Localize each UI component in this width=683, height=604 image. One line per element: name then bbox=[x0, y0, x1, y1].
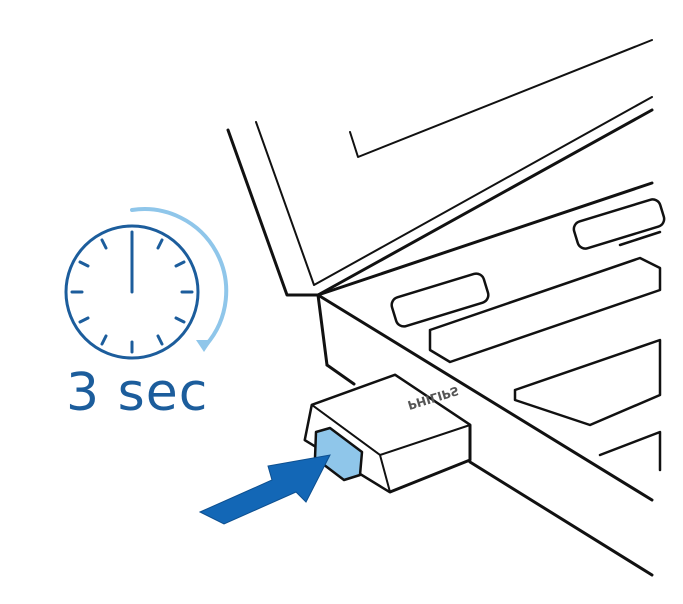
laptop-base-lower bbox=[468, 460, 654, 577]
laptop-keyrow bbox=[598, 430, 662, 472]
stopwatch-dial bbox=[64, 224, 200, 360]
laptop-base-side bbox=[316, 293, 654, 502]
stopwatch-icon bbox=[64, 207, 229, 360]
usb-dongle: PHILIPS bbox=[303, 373, 472, 494]
laptop-base-top bbox=[316, 181, 654, 297]
laptop-key bbox=[572, 198, 666, 250]
press-arrow-icon bbox=[198, 454, 331, 525]
laptop bbox=[226, 39, 666, 577]
laptop-base-bottom bbox=[325, 363, 356, 386]
stopwatch-ticks bbox=[70, 230, 194, 354]
laptop-key bbox=[390, 272, 490, 328]
laptop-lid-outer bbox=[226, 108, 654, 297]
stopwatch-progress-arc bbox=[130, 207, 229, 347]
laptop-lid-inner bbox=[255, 96, 653, 286]
timer-duration-label: 3 sec bbox=[66, 363, 209, 423]
laptop-base-front bbox=[316, 293, 329, 367]
laptop-touchpad bbox=[428, 256, 662, 364]
laptop-key-edge bbox=[618, 230, 662, 247]
laptop-screen bbox=[349, 39, 653, 158]
stopwatch-arc-arrowhead bbox=[196, 340, 212, 352]
laptop-keyrow bbox=[513, 338, 662, 427]
